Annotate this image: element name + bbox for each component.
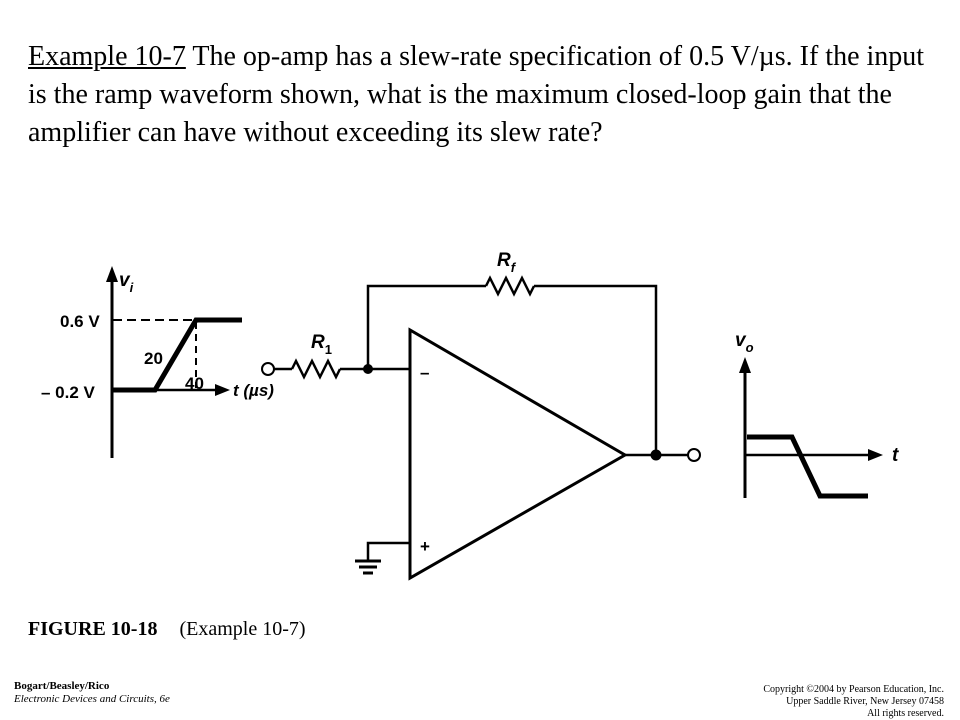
figure-caption: FIGURE 10-18 (Example 10-7) <box>28 618 306 641</box>
t-end-label: 40 <box>185 374 204 393</box>
ground-icon <box>355 559 381 575</box>
output-waveform-graph: vo t <box>735 330 899 499</box>
input-ramp-waveform <box>113 317 242 393</box>
footer-authors: Bogart/Beasley/Rico <box>14 680 110 692</box>
figure-number: FIGURE 10-18 <box>28 618 158 640</box>
figure-caption-text: (Example 10-7) <box>179 618 306 640</box>
output-node <box>650 449 662 461</box>
rf-label: Rf <box>497 250 517 275</box>
r1-label: R1 <box>311 332 332 357</box>
copyright-line-1: Copyright ©2004 by Pearson Education, In… <box>763 684 944 695</box>
output-ramp-waveform <box>747 434 868 499</box>
op-amp-circuit: R1 Rf – + <box>261 250 701 581</box>
input-waveform-graph: vi 0.6 V – 0.2 V 20 40 t (µs) <box>41 266 274 458</box>
footer-copyright: Copyright ©2004 by Pearson Education, In… <box>763 684 944 720</box>
output-t-axis-label: t <box>892 445 899 466</box>
op-amp-triangle <box>408 327 629 581</box>
v-low-label: – 0.2 V <box>41 383 96 402</box>
output-t-axis-arrow <box>868 449 883 461</box>
feedback-wire-right <box>534 284 658 455</box>
non-inverting-sign: + <box>420 537 430 556</box>
ground-wire <box>366 541 410 560</box>
problem-statement: Example 10-7 The op-amp has a slew-rate … <box>28 38 928 152</box>
input-axis-label: vi <box>119 270 134 295</box>
rf-resistor <box>484 275 536 297</box>
feedback-wire-left <box>366 284 486 369</box>
copyright-line-3: All rights reserved. <box>867 708 944 719</box>
output-axis-label: vo <box>735 330 754 355</box>
input-t-axis-arrow <box>215 384 230 396</box>
footer-book-title: Electronic Devices and Circuits, 6e <box>14 693 170 705</box>
r1-resistor <box>290 358 342 380</box>
footer-book-info: Bogart/Beasley/Rico Electronic Devices a… <box>14 680 170 706</box>
v-high-label: 0.6 V <box>60 312 100 331</box>
input-terminal <box>261 362 275 376</box>
output-terminal <box>687 448 701 462</box>
t-start-label: 20 <box>144 349 163 368</box>
copyright-line-2: Upper Saddle River, New Jersey 07458 <box>786 696 944 707</box>
input-v-axis-arrow <box>106 266 118 282</box>
problem-text: The op-amp has a slew-rate specification… <box>28 41 925 148</box>
output-v-axis-arrow <box>739 357 751 373</box>
example-label: Example 10-7 <box>28 41 186 72</box>
inverting-sign: – <box>420 363 429 382</box>
t-axis-label: t (µs) <box>233 381 274 400</box>
